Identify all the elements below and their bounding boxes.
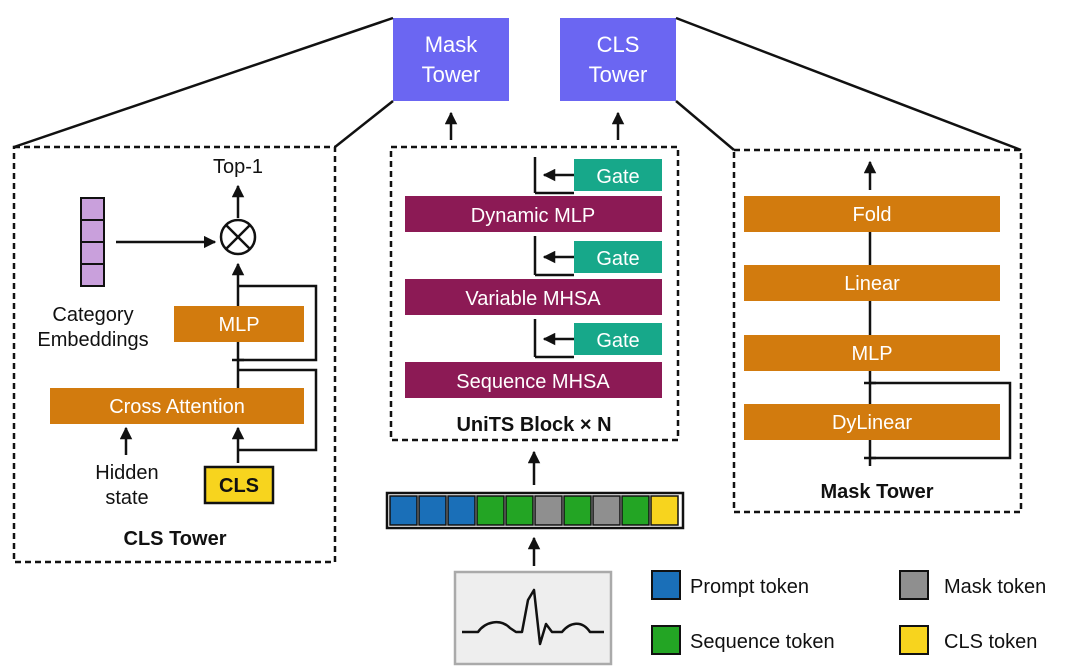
units-block-title: UniTS Block × N [456,414,611,436]
svg-text:Tower: Tower [589,62,648,87]
linear-box: Linear [744,265,1000,301]
svg-text:CLS: CLS [219,475,259,497]
legend-mask: Mask token [899,570,1046,600]
mlp-skip-connection [238,284,318,362]
svg-text:Mask: Mask [425,32,479,57]
gate-box-1: Gate [574,159,662,191]
svg-text:Mask token: Mask token [944,576,1046,598]
legend-sequence: Sequence token [651,625,835,655]
svg-text:Cross Attention: Cross Attention [109,396,245,418]
multiply-icon [219,218,257,256]
ecg-signal-icon [453,570,613,666]
cls-token-box: CLS [203,465,275,505]
svg-text:DyLinear: DyLinear [832,412,912,434]
svg-text:Sequence MHSA: Sequence MHSA [456,371,610,393]
fold-box: Fold [744,196,1000,232]
svg-text:Variable MHSA: Variable MHSA [465,288,601,310]
cls-tower-title: CLS Tower [124,528,227,550]
svg-text:Sequence token: Sequence token [690,631,835,653]
zoom-line-left-outer [13,16,394,149]
mask-tower-panel: Fold Linear MLP DyLinear Mask Tower [732,148,1023,514]
legend: Prompt token Mask token Sequence token C… [651,570,1046,655]
mask-mlp-box: MLP [744,335,1000,371]
dynamic-mlp-box: Dynamic MLP [405,196,662,232]
svg-text:Gate: Gate [596,248,639,270]
zoom-line-left-inner [334,100,394,148]
svg-text:CLS token: CLS token [944,631,1037,653]
token-sequence [385,491,685,530]
mask-token [534,495,563,526]
svg-text:Gate: Gate [596,330,639,352]
variable-mhsa-box: Variable MHSA [405,279,662,315]
svg-text:Dynamic MLP: Dynamic MLP [471,205,595,227]
svg-text:Tower: Tower [422,62,481,87]
mask-tower-title: Mask Tower [821,481,934,503]
sequence-token [621,495,650,526]
legend-prompt: Prompt token [651,570,809,600]
zoom-line-right-outer [675,16,1022,152]
sequence-token [476,495,505,526]
mask-tower-top-box: Mask Tower [393,18,509,101]
cls-tower-panel: Top-1 Category Embeddings MLP [12,145,337,564]
cls-skip-connection [238,368,318,452]
gate-box-3: Gate [574,323,662,355]
cls-token [650,495,679,526]
svg-text:Gate: Gate [596,166,639,188]
category-embedding-icon [80,197,105,287]
prompt-token [447,495,476,526]
sequence-token [505,495,534,526]
prompt-token [389,495,418,526]
dylinear-box: DyLinear [744,404,1000,440]
cls-mlp-box: MLP [174,306,304,342]
zoom-line-right-inner [675,100,735,151]
cross-attention-box: Cross Attention [50,388,304,424]
cls-tower-top-box: CLS Tower [560,18,676,101]
svg-text:Linear: Linear [844,273,900,295]
svg-text:CLS: CLS [597,32,640,57]
hidden-state-label-line2: state [105,487,148,509]
prompt-token [418,495,447,526]
category-embeddings-label-line2: Embeddings [37,329,148,351]
gate-box-2: Gate [574,241,662,273]
units-block-panel: Gate Dynamic MLP Gate Variable MHSA Gate [389,145,680,442]
svg-text:Prompt token: Prompt token [690,576,809,598]
svg-text:MLP: MLP [218,314,259,336]
sequence-token [563,495,592,526]
sequence-mhsa-box: Sequence MHSA [405,362,662,398]
dylinear-skip-connection [870,381,1012,460]
svg-text:MLP: MLP [851,343,892,365]
legend-cls: CLS token [899,625,1037,655]
hidden-state-label-line1: Hidden [95,462,158,484]
category-embeddings-label-line1: Category [52,304,133,326]
svg-text:Fold: Fold [853,204,892,226]
top1-label: Top-1 [213,156,263,178]
mask-token [592,495,621,526]
